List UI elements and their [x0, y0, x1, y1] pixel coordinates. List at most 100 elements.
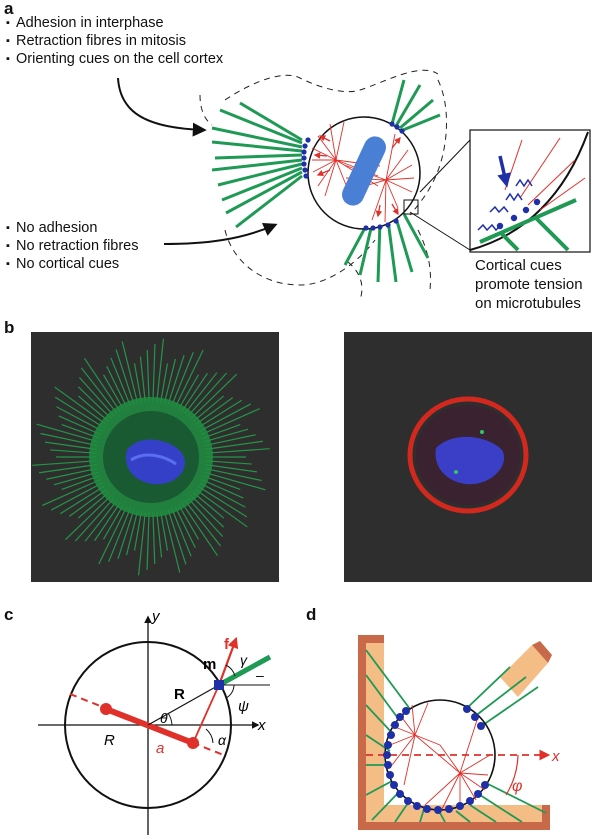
- retraction-fibre-ray: [152, 344, 156, 403]
- micrograph-adherent-svg: [32, 338, 270, 576]
- retraction-fibre-ray: [184, 499, 222, 547]
- label-m: m: [203, 656, 216, 673]
- retraction-fibre-ray: [163, 510, 181, 573]
- psi-arc: [225, 684, 235, 699]
- label-R-radius: R: [104, 732, 115, 749]
- bullet-no-retraction: No retraction fibres: [6, 237, 139, 255]
- retraction-fibre-ray: [201, 408, 260, 436]
- retraction-fibre-ray: [197, 485, 248, 518]
- retraction-fibre-ray: [84, 499, 118, 542]
- retraction-fibre-ray: [203, 428, 249, 443]
- retraction-fibre-ray: [156, 338, 165, 403]
- panel-a-bottom-bullets: No adhesion No retraction fibres No cort…: [6, 219, 139, 273]
- bullet-retraction: Retraction fibres in mitosis: [6, 32, 223, 50]
- retraction-fibre-ray: [177, 374, 200, 410]
- retraction-fibre-ray: [159, 363, 169, 403]
- retraction-fibre-ray: [190, 494, 225, 528]
- retraction-fibre-ray: [187, 372, 228, 417]
- retraction-fibre-ray: [102, 374, 125, 410]
- retraction-fibre-ray: [50, 449, 97, 454]
- panel-label-b: b: [4, 318, 15, 337]
- retraction-fibre-ray: [195, 488, 248, 528]
- label-psi: ψ: [238, 698, 249, 715]
- retraction-fibre-ray: [187, 497, 224, 537]
- label-gamma: γ: [240, 652, 248, 668]
- retraction-fibre-ray: [77, 386, 112, 420]
- retraction-fibre-ray: [195, 397, 234, 426]
- retraction-fibre-ray: [68, 488, 107, 517]
- inset-caption-line-1: Cortical cues: [475, 257, 562, 274]
- alpha-arc: [205, 728, 214, 744]
- retraction-fibre-ray: [201, 478, 244, 499]
- label-R-vector: R: [174, 686, 185, 703]
- phi-arc: [505, 754, 519, 796]
- retraction-fibre-ray: [98, 506, 128, 565]
- retraction-fibre-ray: [42, 478, 101, 506]
- label-a: a: [156, 740, 164, 757]
- retraction-fibre-ray: [167, 509, 187, 565]
- retraction-fibre-ray: [102, 504, 125, 540]
- retraction-fibres-left: [211, 101, 303, 229]
- bullet-no-cortical: No cortical cues: [6, 255, 139, 273]
- bullet-adhesion: Adhesion in interphase: [6, 14, 223, 32]
- retraction-fibre-ray: [94, 502, 121, 542]
- microtubule-line: [192, 684, 220, 744]
- retraction-fibre-ray: [197, 399, 243, 429]
- retraction-fibre-ray: [204, 434, 256, 447]
- retraction-fibre-ray: [64, 494, 112, 541]
- panel-label-d: d: [306, 605, 317, 624]
- panel-label-c: c: [4, 605, 14, 624]
- retraction-fibres-d: [365, 649, 547, 823]
- retraction-fibre-ray: [204, 467, 262, 482]
- retraction-fibre-ray: [77, 491, 110, 519]
- bullet-orienting: Orienting cues on the cell cortex: [6, 50, 223, 68]
- pointer-arrow-bottom: [163, 222, 278, 245]
- retraction-fibre-ray: [110, 357, 131, 407]
- label-alpha: α: [218, 732, 227, 748]
- retraction-fibre-ray: [32, 460, 97, 466]
- inset-connector-bottom: [409, 211, 471, 251]
- retraction-fibre-ray: [121, 341, 139, 404]
- cortical-anchor-m: [214, 680, 224, 690]
- retraction-fibre: [217, 654, 272, 688]
- retraction-fibre-ray: [125, 510, 139, 556]
- panel-a-top-bullets: Adhesion in interphase Retraction fibres…: [6, 14, 223, 68]
- vector-R: [147, 684, 220, 726]
- retraction-fibre-ray: [181, 502, 219, 556]
- retraction-fibre-ray: [83, 358, 121, 412]
- retraction-fibre-ray: [50, 482, 103, 511]
- pulling-arrows: [313, 135, 401, 218]
- micrograph-nonadherent-cell: [344, 332, 592, 582]
- retraction-fibre-ray: [181, 372, 208, 412]
- retraction-fibre-ray: [74, 497, 115, 542]
- inset-caption: Cortical cues promote tension on microtu…: [475, 256, 583, 313]
- gamma-arc: [225, 664, 236, 677]
- retraction-fibre-ray: [184, 372, 218, 415]
- retraction-fibre-ray: [133, 363, 143, 403]
- retraction-fibre-ray: [146, 511, 150, 570]
- inset-caption-line-2: promote tension: [475, 276, 583, 293]
- adhesive-micropattern: [358, 635, 552, 830]
- micrograph-nonadherent-svg: [407, 396, 529, 514]
- cortical-cue-dots: [301, 121, 405, 231]
- micrograph-adherent-cell: [31, 332, 279, 582]
- retraction-fibre-ray: [59, 485, 105, 515]
- inset-zoom: [469, 129, 591, 253]
- retraction-fibre-ray: [174, 506, 196, 549]
- retraction-fibre-ray: [77, 395, 110, 423]
- label-y: y: [151, 608, 161, 625]
- retraction-fibre-ray: [192, 491, 225, 519]
- label-minus: –: [256, 667, 264, 683]
- retraction-fibre-ray: [108, 507, 131, 562]
- retraction-fibre-ray: [205, 460, 252, 465]
- cell-outline-dashed: [199, 69, 447, 301]
- spindle-microtubules-d: [389, 702, 491, 810]
- retraction-fibre-ray: [159, 511, 169, 551]
- retraction-fibre-ray: [133, 511, 143, 551]
- retraction-fibre-ray: [36, 423, 99, 443]
- retraction-fibre-ray: [146, 350, 150, 403]
- retraction-fibre-ray: [203, 471, 266, 491]
- retraction-fibre-ray: [46, 467, 98, 480]
- retraction-fibre-ray: [106, 365, 128, 408]
- panel-label-a: a: [4, 0, 14, 18]
